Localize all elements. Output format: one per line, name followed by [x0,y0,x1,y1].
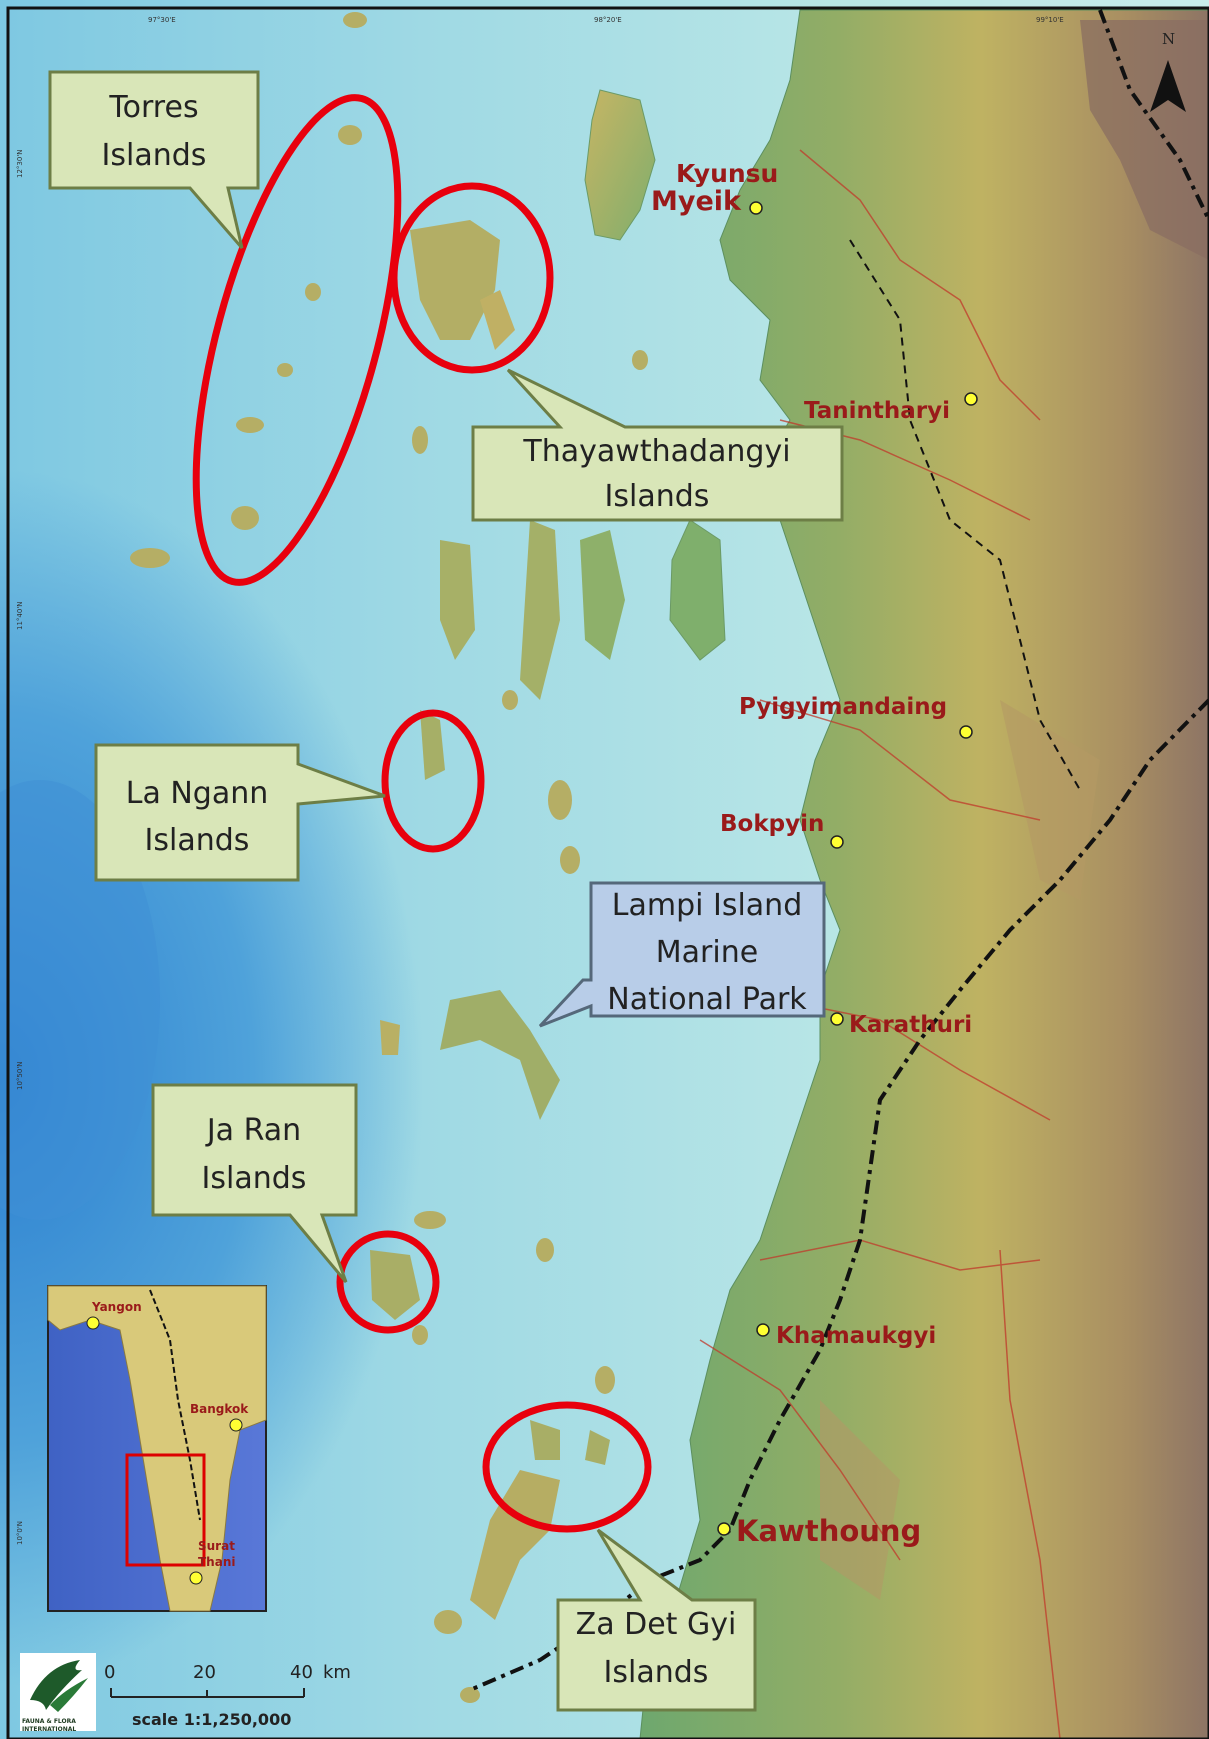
inset-map: Yangon Bangkok Surat Thani [47,1285,267,1612]
town-kyunsu: Kyunsu [676,159,778,188]
island [420,710,445,780]
callout-text: Islands [202,1161,307,1196]
thayaw-circle [390,182,554,374]
international-boundary [469,9,1209,1692]
town-pyigyimandaing: Pyigyimandaing [739,694,947,720]
inset-yangon: Yangon [91,1300,142,1314]
island [530,1420,560,1460]
island [584,89,656,241]
town-tanintharyi: Tanintharyi [804,398,950,424]
langann-circle [381,709,485,853]
callout-za-det-gyi: Za Det Gyi Islands [556,1528,757,1712]
island [440,540,475,660]
town-dots [717,201,978,1536]
island [440,990,560,1120]
lon-label: 99°10'E [1036,16,1064,24]
lat-label: 10°50'N [16,1062,24,1090]
admin-boundaries [699,149,1061,1739]
callout-text: Islands [604,1655,709,1690]
island [520,520,560,700]
scale-bar: 0 20 40 km scale 1:1,250,000 [104,1662,351,1729]
callout-torres: Torres Islands [48,70,260,249]
lat-label: 10°0'N [16,1521,24,1545]
scale-tick: 0 [104,1662,115,1683]
north-label: N [1162,30,1175,48]
graticule: 97°30'E 98°20'E 99°10'E 12°30'N 11°40'N … [16,16,1064,1545]
logo-line1: FAUNA & FLORA [22,1718,76,1725]
callout-ja-ran: Ja Ran Islands [151,1083,358,1283]
town-karathuri: Karathuri [849,1012,972,1038]
highlight-circles [192,94,652,1533]
town-kawthoung: Kawthoung [736,1514,921,1548]
inset-bangkok: Bangkok [190,1402,249,1416]
scale-tick: 20 [193,1662,216,1683]
callout-text: Marine [656,935,758,970]
island [480,290,515,350]
torres-circle [192,94,402,586]
callout-la-ngann: La Ngann Islands [94,743,386,882]
jaran-circle [336,1230,440,1334]
lat-label: 11°40'N [16,602,24,630]
town-labels: Kyunsu Myeik Tanintharyi Pyigyimandaing … [651,159,972,1548]
town-khamaukgyi: Khamaukgyi [776,1323,936,1349]
north-arrow: N [1150,30,1186,112]
highland-north [1080,20,1209,260]
island [580,530,625,660]
lon-label: 97°30'E [148,16,176,24]
deep-trench [0,780,160,1220]
island [380,1020,400,1055]
lon-label: 98°20'E [594,16,622,24]
callout-text: Za Det Gyi [576,1607,737,1642]
callout-text: La Ngann [126,776,269,811]
callout-text: Islands [605,479,710,514]
callout-text: Thayawthadangyi [522,434,790,469]
scale-unit: km [323,1662,351,1683]
island [585,1430,610,1465]
island [370,1250,420,1320]
island [669,519,726,661]
callout-text: Ja Ran [205,1113,301,1148]
inset-extent-box [125,1453,206,1567]
island [470,1470,560,1620]
zadet-circle [482,1401,652,1533]
ffi-logo: FAUNA & FLORA INTERNATIONAL [20,1653,96,1733]
town-bokpyin: Bokpyin [720,811,824,837]
map-frame [6,6,1209,1739]
highland-mid [1000,700,1100,900]
inset-thani: Thani [198,1555,235,1569]
scale-tick: 40 [290,1662,313,1683]
islets [130,12,648,1703]
callout-text: Islands [145,823,250,858]
inset-surat: Surat [198,1539,235,1553]
island [410,220,500,340]
callout-text: Islands [102,138,207,173]
town-myeik: Myeik [651,186,742,217]
scale-ratio: scale 1:1,250,000 [132,1710,291,1729]
lat-label: 12°30'N [16,150,24,178]
callout-text: National Park [607,982,807,1017]
callout-text: Torres [108,90,198,125]
logo-line2: INTERNATIONAL [22,1726,76,1733]
callout-lampi: Lampi Island Marine National Park [538,881,826,1028]
callout-text: Lampi Island [612,888,803,923]
callout-thayawthadangyi: Thayawthadangyi Islands [471,368,844,522]
